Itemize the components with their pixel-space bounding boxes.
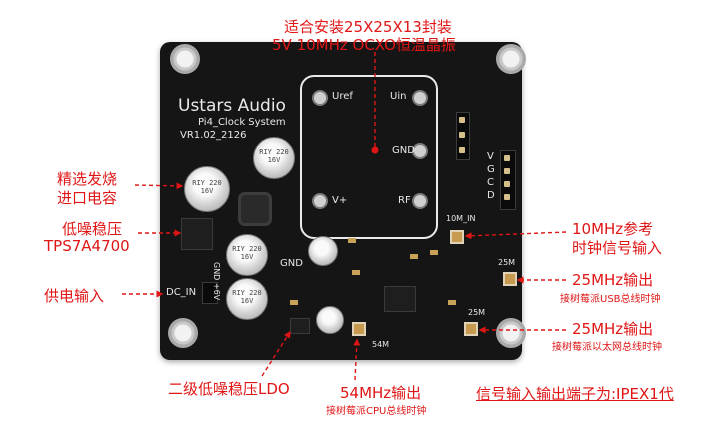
gnd-silkscreen: GND xyxy=(280,258,303,269)
dc-in-silkscreen: DC_IN xyxy=(166,287,197,298)
arrow-54m xyxy=(353,338,361,381)
header-pin xyxy=(459,147,465,153)
electrolytic-capacitor: RIY 220 16V xyxy=(226,234,268,276)
annotation-second-ldo: 二级低噪稳压LDO xyxy=(168,380,290,398)
header-label-d: D xyxy=(487,190,495,201)
capacitor-marking: RIY 220 16V xyxy=(192,179,222,195)
annotation-power-in: 供电输入 xyxy=(44,287,105,305)
annotation-25m-usb-line2: 接树莓派USB总线时钟 xyxy=(560,294,661,305)
mount-hole-top-left xyxy=(170,44,200,74)
ocxo-pad-gnd xyxy=(412,143,428,159)
mount-hole-top-right xyxy=(496,44,526,74)
annotation-ldo-line1: 低噪稳压 xyxy=(62,220,123,238)
electrolytic-capacitor: RIY 220 16V xyxy=(184,166,230,212)
ocxo-label-rf: RF xyxy=(398,195,411,206)
ocxo-label-uref: Uref xyxy=(332,91,353,102)
ipex-25m-label: 25M xyxy=(468,308,486,317)
ocxo-pad-vplus xyxy=(312,193,328,209)
header-pin xyxy=(459,132,465,138)
arrow-dot-ocxo xyxy=(371,146,379,154)
header-pin xyxy=(504,194,510,200)
annotation-connector-note: 信号输入输出端子为:IPEX1代 xyxy=(476,385,674,403)
ocxo-pad-uref xyxy=(312,90,328,106)
capacitor-marking: RIY 220 16V xyxy=(232,245,262,261)
smd-component xyxy=(348,238,356,243)
annotation-25m-eth-line2: 接树莓派以太网总线时钟 xyxy=(552,342,662,353)
annotation-54m-line1: 54MHz输出 xyxy=(340,384,422,402)
annotation-caps-line1: 精选发烧 xyxy=(57,170,118,188)
small-capacitor xyxy=(308,236,338,266)
dc-in-connector xyxy=(202,282,218,304)
annotation-10m-line2: 时钟信号输入 xyxy=(572,239,663,257)
annotation-caps-line2: 进口电容 xyxy=(57,189,118,207)
arrow-10m xyxy=(464,231,567,240)
ldo-chip xyxy=(181,218,213,250)
smd-component xyxy=(410,254,418,259)
small-capacitor xyxy=(316,306,344,334)
smd-component xyxy=(352,270,360,275)
version-silkscreen: VR1.02_2126 xyxy=(180,130,247,141)
annotation-ocxo-line1: 适合安装25X25X13封装 xyxy=(284,18,452,36)
annotation-54m-line2: 接树莓派CPU总线时钟 xyxy=(326,406,427,417)
ipex-25mhz-eth[interactable] xyxy=(464,322,478,336)
mount-hole-bottom-left xyxy=(168,318,198,348)
ocxo-label-gnd: GND xyxy=(392,145,415,156)
dc-polarity-silkscreen: GND +6V xyxy=(212,262,221,301)
ipex-25m-label: 25M xyxy=(498,258,516,267)
annotation-25m-eth-line1: 25MHz输出 xyxy=(572,320,654,338)
model-silkscreen: Pi4_Clock System xyxy=(198,117,286,128)
header-pin xyxy=(504,155,510,161)
capacitor-marking: RIY 220 16V xyxy=(232,289,262,305)
ipex-10mhz-input[interactable] xyxy=(450,230,464,244)
smd-component xyxy=(290,300,298,305)
header-pin xyxy=(504,181,510,187)
header-label-g: G xyxy=(487,164,495,175)
brand-silkscreen: Ustars Audio xyxy=(178,96,286,116)
mount-hole-bottom-right xyxy=(496,318,526,348)
header-label-v: V xyxy=(487,151,494,162)
ipex-10m-label: 10M_IN xyxy=(446,214,476,223)
second-ldo-chip xyxy=(290,318,310,334)
arrow-second-ldo xyxy=(261,330,291,377)
electrolytic-capacitor: RIY 220 16V xyxy=(226,278,268,320)
annotation-10m-line1: 10MHz参考 xyxy=(572,220,654,238)
ocxo-pad-uin xyxy=(412,90,428,106)
header-label-c: C xyxy=(487,177,494,188)
ocxo-label-vplus: V+ xyxy=(332,195,348,206)
arrow-caps xyxy=(134,182,184,190)
clock-chip xyxy=(384,286,416,312)
smd-component xyxy=(448,300,456,305)
annotation-ldo-line2: TPS7A4700 xyxy=(44,237,130,255)
electrolytic-capacitor: RIY 220 16V xyxy=(253,137,295,179)
ocxo-label-uin: Uin xyxy=(390,91,407,102)
annotation-ocxo-line2: 5V 10MHz OCXO恒温晶振 xyxy=(272,36,456,54)
smd-component xyxy=(430,250,438,255)
ipex-54mhz-cpu[interactable] xyxy=(352,322,366,336)
ocxo-pad-rf xyxy=(412,193,428,209)
capacitor-marking: RIY 220 16V xyxy=(259,148,289,164)
ipex-25mhz-usb[interactable] xyxy=(503,272,517,286)
ocxo-footprint xyxy=(300,75,438,239)
annotation-25m-usb-line1: 25MHz输出 xyxy=(572,271,654,289)
ipex-54m-label: 54M xyxy=(372,340,390,349)
header-pin xyxy=(504,168,510,174)
header-pin xyxy=(459,117,465,123)
power-inductor xyxy=(238,192,272,226)
